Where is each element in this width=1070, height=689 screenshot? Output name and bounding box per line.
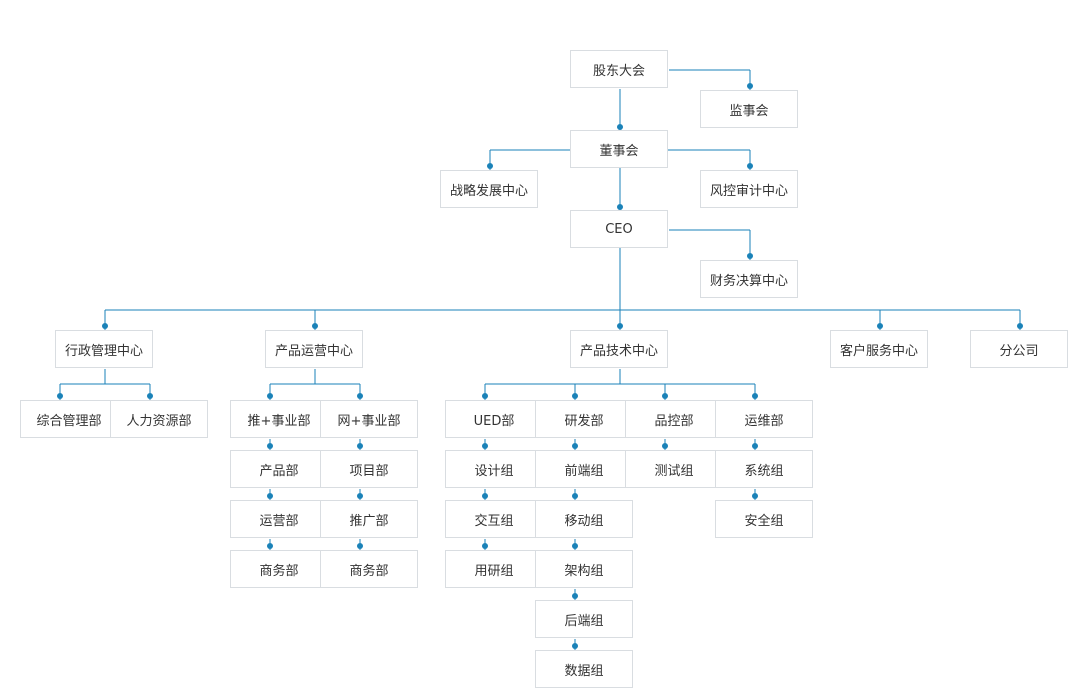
connector-dot <box>617 124 623 130</box>
node-tui-product-dept[interactable]: 产品部 <box>230 450 328 488</box>
node-tui-ops-dept[interactable]: 运营部 <box>230 500 328 538</box>
connector-dot <box>752 443 758 449</box>
node-test-group[interactable]: 测试组 <box>625 450 723 488</box>
node-customer-service-center[interactable]: 客户服务中心 <box>830 330 928 368</box>
node-general-admin-dept[interactable]: 综合管理部 <box>20 400 118 438</box>
connector-dot <box>572 393 578 399</box>
connector-dot <box>752 393 758 399</box>
node-wang-division[interactable]: 网+事业部 <box>320 400 418 438</box>
node-ued-dept[interactable]: UED部 <box>445 400 543 438</box>
node-ued-research-group[interactable]: 用研组 <box>445 550 543 588</box>
node-ued-interaction-group[interactable]: 交互组 <box>445 500 543 538</box>
node-admin-center[interactable]: 行政管理中心 <box>55 330 153 368</box>
connector-dot <box>747 253 753 259</box>
connector-dot <box>357 493 363 499</box>
connector-dot <box>267 443 273 449</box>
node-qa-dept[interactable]: 品控部 <box>625 400 723 438</box>
node-architecture-group[interactable]: 架构组 <box>535 550 633 588</box>
connector-dot <box>482 493 488 499</box>
connector-dot <box>572 493 578 499</box>
node-rd-dept[interactable]: 研发部 <box>535 400 633 438</box>
connector-dot <box>572 443 578 449</box>
connector-dot <box>482 393 488 399</box>
connector-dot <box>572 543 578 549</box>
connector-dot <box>747 163 753 169</box>
node-product-tech-center[interactable]: 产品技术中心 <box>570 330 668 368</box>
node-ops-dept[interactable]: 运维部 <box>715 400 813 438</box>
connector-dot <box>1017 323 1023 329</box>
node-tui-division[interactable]: 推+事业部 <box>230 400 328 438</box>
connector-dot <box>482 543 488 549</box>
node-mobile-group[interactable]: 移动组 <box>535 500 633 538</box>
node-product-ops-center[interactable]: 产品运营中心 <box>265 330 363 368</box>
node-risk-audit-center[interactable]: 风控审计中心 <box>700 170 798 208</box>
node-data-group[interactable]: 数据组 <box>535 650 633 688</box>
connector-dot <box>662 393 668 399</box>
node-wang-business-dept[interactable]: 商务部 <box>320 550 418 588</box>
node-finance-center[interactable]: 财务决算中心 <box>700 260 798 298</box>
connector-dot <box>617 323 623 329</box>
connector-dot <box>312 323 318 329</box>
node-tui-business-dept[interactable]: 商务部 <box>230 550 328 588</box>
connector-dot <box>147 393 153 399</box>
connector-dot <box>487 163 493 169</box>
connector-dot <box>57 393 63 399</box>
node-strategy-center[interactable]: 战略发展中心 <box>440 170 538 208</box>
connector-dot <box>752 493 758 499</box>
connector-dot <box>877 323 883 329</box>
node-wang-project-dept[interactable]: 项目部 <box>320 450 418 488</box>
connector-dot <box>617 204 623 210</box>
connector-dot <box>357 443 363 449</box>
node-security-group[interactable]: 安全组 <box>715 500 813 538</box>
node-board-of-supervisors[interactable]: 监事会 <box>700 90 798 128</box>
connector-dot <box>267 493 273 499</box>
connector-dot <box>662 443 668 449</box>
connector-dot <box>572 643 578 649</box>
connector-dot <box>482 443 488 449</box>
connector-dot <box>357 543 363 549</box>
node-ceo[interactable]: CEO <box>570 210 668 248</box>
connector-dot <box>267 393 273 399</box>
node-system-group[interactable]: 系统组 <box>715 450 813 488</box>
connector-dot <box>572 593 578 599</box>
connector-dot <box>747 83 753 89</box>
connector-dot <box>102 323 108 329</box>
node-wang-promotion-dept[interactable]: 推广部 <box>320 500 418 538</box>
node-hr-dept[interactable]: 人力资源部 <box>110 400 208 438</box>
connector-dot <box>267 543 273 549</box>
node-branch-office[interactable]: 分公司 <box>970 330 1068 368</box>
connector-dot <box>357 393 363 399</box>
node-backend-group[interactable]: 后端组 <box>535 600 633 638</box>
node-frontend-group[interactable]: 前端组 <box>535 450 633 488</box>
node-shareholders-meeting[interactable]: 股东大会 <box>570 50 668 88</box>
node-ued-design-group[interactable]: 设计组 <box>445 450 543 488</box>
node-board-of-directors[interactable]: 董事会 <box>570 130 668 168</box>
